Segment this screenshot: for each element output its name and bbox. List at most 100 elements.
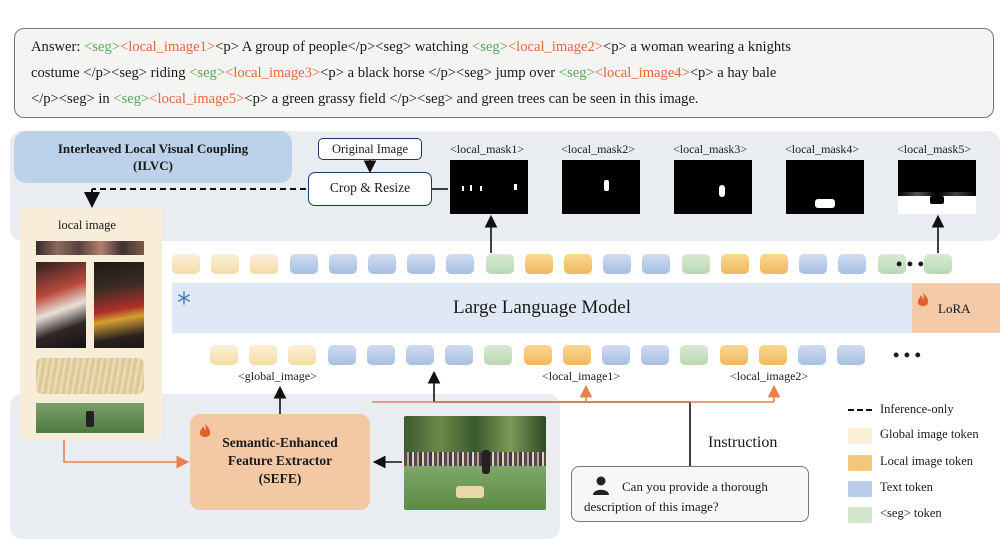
seg-swatch — [848, 507, 872, 523]
top-token-11 — [603, 254, 632, 274]
inference-dashed-arrow — [84, 188, 306, 208]
top-token-0 — [172, 254, 200, 274]
mask-image-2 — [562, 160, 640, 214]
top-token-17 — [838, 254, 867, 274]
local-image1-label: <local_image1> — [542, 369, 621, 383]
instruction-to-text-arrow — [427, 370, 691, 466]
bottom-token-13 — [719, 345, 748, 365]
sefe-box: Semantic-Enhanced Feature Extractor (SEF… — [190, 414, 370, 510]
bottom-token-3 — [327, 345, 356, 365]
sefe-line1: Semantic-Enhanced — [222, 435, 338, 450]
answer-line1-span-3: <p> A group of people</p><seg> watching — [215, 39, 473, 55]
snowflake-icon — [178, 291, 190, 305]
sefe-line3: (SEFE) — [258, 471, 302, 486]
local-swatch — [848, 455, 872, 471]
bottom-token-9 — [562, 345, 591, 365]
top-token-15 — [760, 254, 788, 274]
bottom-token-1 — [249, 345, 278, 365]
answer-line2-span-1: <seg> — [189, 65, 226, 81]
crop-woman-image — [36, 262, 86, 348]
answer-line1-span-2: <local_image1> — [120, 39, 216, 55]
top-token-3 — [289, 254, 318, 274]
legend-inference-label: Inference-only — [880, 402, 954, 416]
answer-box: Answer: <seg><local_image1><p> A group o… — [14, 28, 994, 118]
crop-people-image — [36, 241, 144, 255]
dashed-line-swatch — [848, 409, 872, 411]
top-ellipsis: • • • — [896, 254, 924, 274]
text-swatch — [848, 481, 872, 497]
answer-line3-span-3: <p> a green grassy field </p><seg> and g… — [244, 91, 699, 107]
bottom-token-4 — [366, 345, 395, 365]
instruction-box: Can you provide a thorough description o… — [571, 466, 809, 522]
top-token-18 — [877, 254, 906, 274]
mask-label-5: <local_mask5> — [897, 142, 972, 156]
bottom-token-8 — [523, 345, 552, 365]
answer-line2-span-6: <p> a hay bale — [689, 65, 777, 81]
crop-resize-box: Crop & Resize — [308, 172, 432, 206]
crop-horse-image — [94, 262, 144, 348]
answer-line-2: costume </p><seg> riding <seg><local_ima… — [31, 65, 776, 82]
top-token-7 — [446, 254, 475, 274]
mask-label-1: <local_mask1> — [450, 142, 525, 156]
instruction-label: Instruction — [708, 434, 778, 451]
legend-global-label: Global image token — [880, 427, 979, 441]
bottom-token-7 — [484, 345, 513, 365]
user-icon — [593, 476, 609, 495]
top-token-10 — [564, 254, 592, 274]
answer-line3-span-2: <local_image5> — [149, 91, 245, 107]
bottom-token-12 — [680, 345, 709, 365]
original-image-box: Original Image — [318, 138, 422, 160]
top-token-6 — [407, 254, 436, 274]
lora-box: LoRA — [912, 283, 1000, 333]
crop-field-image — [36, 403, 144, 433]
answer-line2-span-0: costume </p><seg> riding — [31, 65, 190, 81]
bottom-ellipsis: • • • — [893, 345, 921, 365]
mask-image-5 — [898, 160, 976, 214]
mask-label-3: <local_mask3> — [673, 142, 748, 156]
top-token-5 — [368, 254, 396, 274]
answer-line1-span-1: <seg> — [84, 39, 121, 55]
mask-image-1 — [450, 160, 528, 214]
global-image-label: <global_image> — [238, 369, 317, 383]
sefe-line2: Feature Extractor — [227, 453, 333, 468]
top-token-2 — [250, 254, 279, 274]
answer-line1-span-5: <local_image2> — [507, 39, 604, 55]
bottom-token-6 — [445, 345, 474, 365]
top-token-16 — [799, 254, 828, 274]
answer-line1-span-6: <p> a woman wearing a knights — [603, 39, 791, 55]
local-image2-label: <local_image2> — [730, 369, 809, 383]
input-photo — [404, 416, 546, 510]
top-token-1 — [211, 254, 240, 274]
local-image-label: local image — [58, 218, 116, 232]
top-token-14 — [720, 254, 749, 274]
answer-line2-span-4: <seg> — [558, 65, 595, 81]
bottom-token-5 — [406, 345, 434, 365]
global-swatch — [848, 428, 872, 444]
llm-bar: Large Language Model — [172, 283, 912, 333]
top-token-9 — [524, 254, 553, 274]
top-token-8 — [485, 254, 514, 274]
answer-line2-span-5: <local_image4> — [594, 65, 690, 81]
fire-icon — [917, 292, 929, 306]
answer-line2-span-3: <p> a black horse </p><seg> jump over — [320, 65, 559, 81]
answer-line3-span-1: <seg> — [113, 91, 150, 107]
bottom-token-16 — [837, 345, 866, 365]
ilvc-title: Interleaved Local Visual Coupling (ILVC) — [14, 131, 292, 183]
legend-local-label: Local image token — [880, 454, 974, 468]
answer-line-3: </p><seg> in <seg><local_image5><p> a gr… — [31, 91, 699, 108]
bottom-token-0 — [210, 345, 238, 365]
bottom-token-15 — [798, 345, 826, 365]
top-token-seg-last — [924, 254, 952, 274]
answer-line1-span-4: <seg> — [472, 39, 508, 55]
top-token-13 — [681, 254, 710, 274]
question-line2: description of this image? — [584, 499, 719, 514]
bottom-token-11 — [641, 345, 670, 365]
bottom-token-14 — [758, 345, 787, 365]
bottom-token-2 — [288, 345, 317, 365]
answer-line1-span-0: Answer: — [31, 39, 85, 55]
answer-line3-span-0: </p><seg> in — [31, 91, 114, 107]
bottom-token-10 — [602, 345, 630, 365]
legend-seg-label: <seg> token — [880, 506, 942, 520]
top-token-12 — [642, 254, 671, 274]
